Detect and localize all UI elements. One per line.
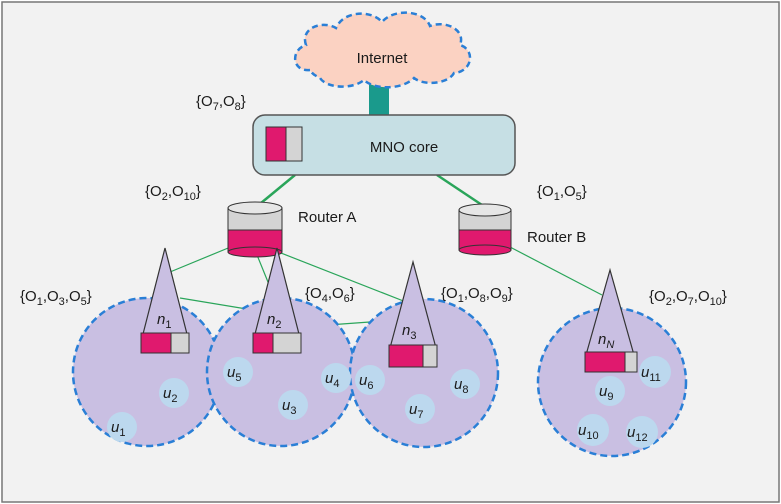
node-n2-label: n2: [267, 311, 281, 331]
user-u4: u4: [321, 363, 351, 393]
user-u7: u7: [405, 394, 435, 424]
router-b-cache-set: {O1,O5}: [537, 183, 587, 203]
node-n2-cache-set: {O4,O6}: [305, 285, 355, 305]
router-a-label: Router A: [298, 209, 356, 226]
user-u8: u8: [450, 369, 480, 399]
mno-core: MNO core {O7,O8}: [196, 93, 516, 176]
node-n3-label: n3: [402, 322, 416, 342]
user-u11: u11: [639, 356, 671, 388]
svg-text:u1: u1: [111, 419, 125, 439]
router-a: Router A {O2,O10}: [145, 183, 356, 258]
mno-core-label: MNO core: [370, 139, 438, 156]
node-n1: n1 {O1,O3,O5}: [20, 247, 190, 354]
user-u1: u1: [107, 412, 137, 442]
node-nN: nN {O2,O7,O10}: [584, 267, 727, 373]
core-cache-icon: [265, 126, 303, 162]
svg-text:u7: u7: [409, 401, 423, 421]
cloud-shape: [294, 11, 472, 89]
user-u6: u6: [355, 365, 385, 395]
internet-label: Internet: [357, 50, 409, 67]
user-u3: u3: [278, 390, 308, 420]
svg-text:u2: u2: [163, 385, 177, 405]
user-u12: u12: [626, 416, 658, 448]
mno-core-box: [252, 114, 516, 176]
user-u9: u9: [595, 376, 625, 406]
node-n2: n2 {O4,O6}: [252, 247, 355, 354]
svg-text:u11: u11: [641, 364, 661, 384]
svg-text:u6: u6: [359, 372, 373, 392]
internet-cloud: Internet: [294, 11, 472, 89]
svg-text:u12: u12: [627, 424, 648, 444]
svg-text:u5: u5: [227, 364, 241, 384]
internet-core-link: [369, 82, 389, 118]
core-cache-set: {O7,O8}: [196, 93, 246, 113]
svg-text:u8: u8: [454, 376, 468, 396]
svg-text:u10: u10: [578, 422, 599, 442]
router-a-n1-link: [169, 245, 234, 273]
node-n1-label: n1: [157, 311, 171, 331]
node-nN-label: nN: [598, 331, 614, 351]
router-b-label: Router B: [527, 229, 586, 246]
user-u2: u2: [159, 378, 189, 408]
svg-text:u3: u3: [282, 397, 296, 417]
user-u5: u5: [223, 357, 253, 387]
router-a-n3-link: [257, 243, 407, 303]
svg-text:u9: u9: [599, 383, 613, 403]
users: u1 u2 u3 u4 u5 u6 u7 u8: [107, 356, 671, 448]
router-b-nN-link: [509, 246, 603, 296]
node-nN-cache-set: {O2,O7,O10}: [649, 288, 727, 308]
core-router-b-link: [436, 173, 489, 211]
svg-text:u4: u4: [325, 370, 339, 390]
router-b: Router B {O1,O5}: [458, 183, 587, 256]
user-u10: u10: [577, 414, 609, 446]
